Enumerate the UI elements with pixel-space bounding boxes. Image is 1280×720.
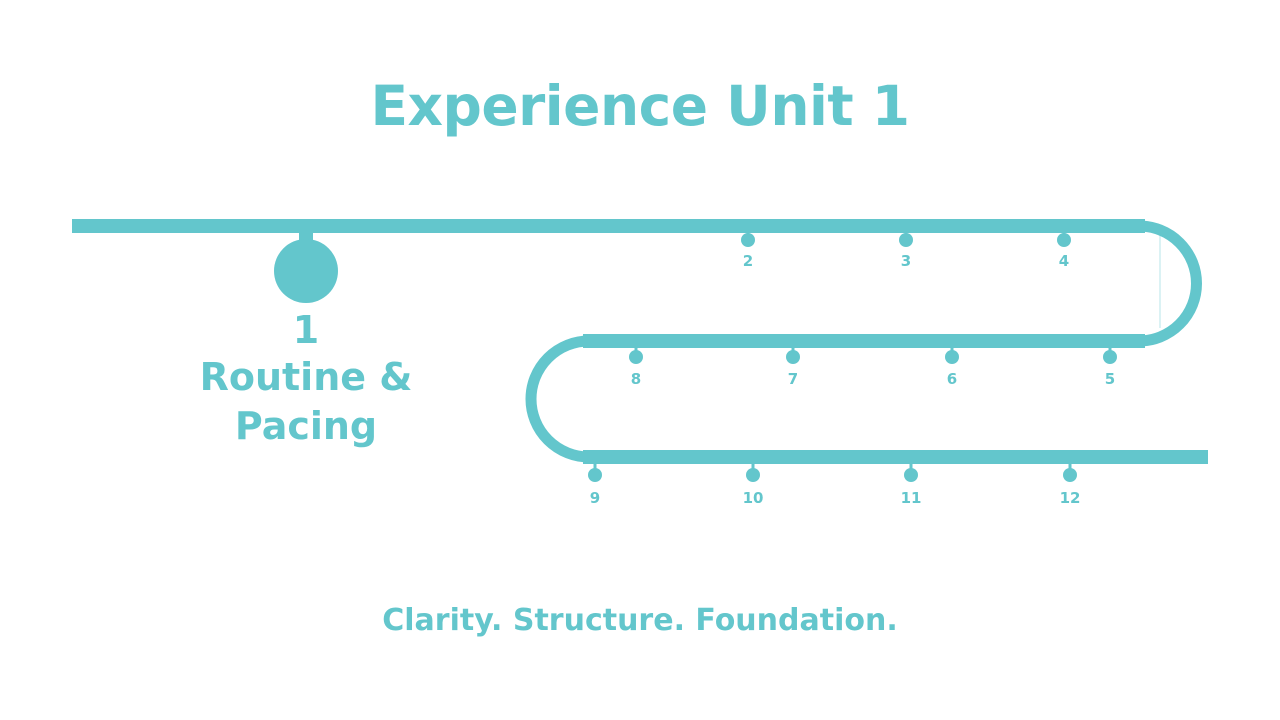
marker-dot-9[interactable] — [588, 468, 602, 482]
connector-right — [1138, 220, 1202, 347]
marker-dot-8[interactable] — [629, 350, 643, 364]
timeline-bars — [72, 219, 1208, 464]
marker-dot-4[interactable] — [1057, 233, 1071, 247]
marker-label-2: 2 — [742, 252, 754, 270]
marker-dot-12[interactable] — [1063, 468, 1077, 482]
marker-label-3: 3 — [900, 252, 912, 270]
connector-left — [525, 335, 590, 463]
page-title: Experience Unit 1 — [370, 74, 910, 138]
slide-tagline: Clarity. Structure. Foundation. — [382, 603, 898, 638]
unit-title-line-2: Pacing — [234, 404, 378, 449]
marker-label-6: 6 — [946, 370, 958, 388]
timeline-marker-dots[interactable] — [588, 233, 1117, 482]
timeline-marker-stems — [593, 226, 1112, 475]
unit-marker-dot[interactable] — [274, 239, 338, 303]
timeline-bar-3 — [583, 450, 1208, 464]
marker-label-4: 4 — [1058, 252, 1070, 270]
timeline-bar-1 — [72, 219, 1145, 233]
marker-label-12: 12 — [1059, 489, 1081, 507]
marker-label-7: 7 — [787, 370, 799, 388]
marker-label-10: 10 — [742, 489, 764, 507]
unit-marker-group[interactable] — [274, 219, 338, 303]
marker-label-9: 9 — [589, 489, 601, 507]
unit-title-line-1: Routine & — [199, 354, 413, 399]
marker-dot-11[interactable] — [904, 468, 918, 482]
unit-label-block: 1 Routine & Pacing — [156, 308, 456, 451]
marker-label-5: 5 — [1104, 370, 1116, 388]
marker-dot-5[interactable] — [1103, 350, 1117, 364]
timeline-connectors — [525, 220, 1202, 463]
marker-dot-6[interactable] — [945, 350, 959, 364]
marker-dot-3[interactable] — [899, 233, 913, 247]
marker-label-11: 11 — [900, 489, 922, 507]
unit-number: 1 — [292, 308, 320, 352]
marker-dot-10[interactable] — [746, 468, 760, 482]
marker-label-8: 8 — [630, 370, 642, 388]
timeline-bar-2 — [583, 334, 1145, 348]
marker-dot-2[interactable] — [741, 233, 755, 247]
marker-dot-7[interactable] — [786, 350, 800, 364]
